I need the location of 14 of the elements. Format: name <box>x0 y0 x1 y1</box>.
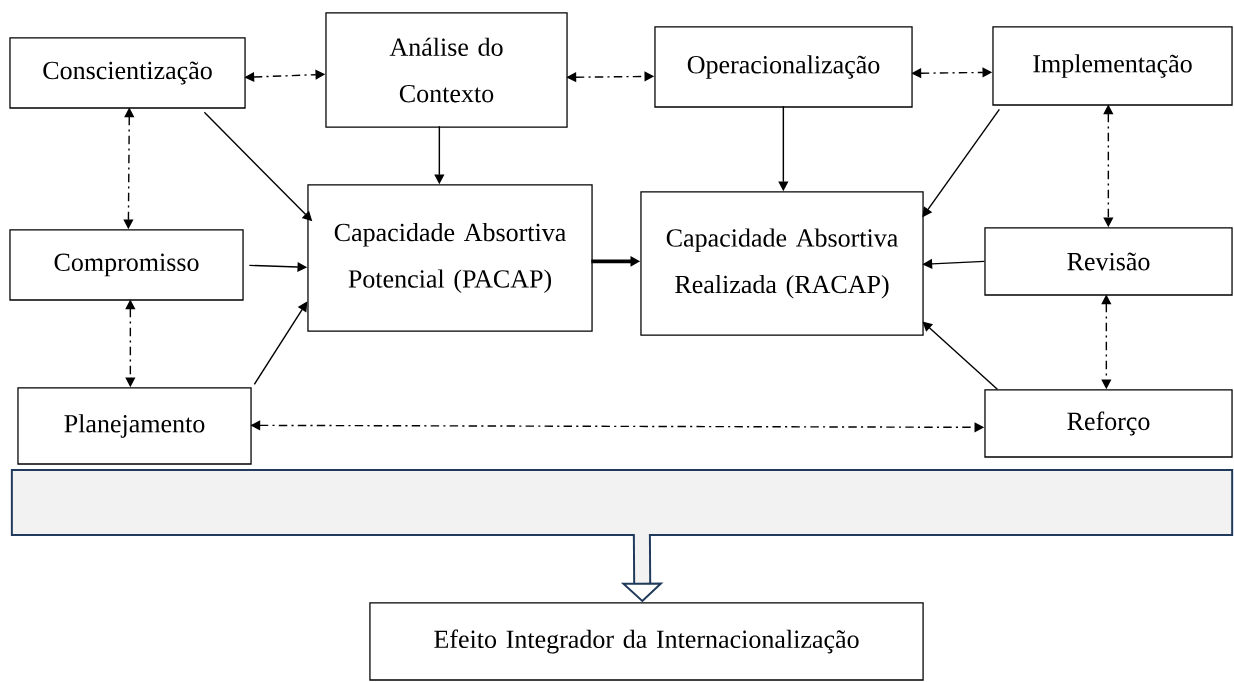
text-box: Conscientização <box>9 37 246 109</box>
band-box <box>10 469 1234 536</box>
text-box: Planejamento <box>17 387 252 465</box>
text-box: Implementação <box>992 26 1233 106</box>
text-box: Capacidade Absortiva Potencial (PACAP) <box>307 184 593 332</box>
text-box: Efeito Integrador da Internacionalização <box>369 602 924 681</box>
arrow <box>253 301 308 386</box>
text-box: Compromisso <box>9 229 244 301</box>
text-box: Operacionalização <box>654 26 913 108</box>
text-box: Revisão <box>984 227 1233 296</box>
text-box: Análise do Contexto <box>325 12 568 128</box>
arrow <box>922 321 999 391</box>
text-box: Capacidade Absortiva Realizada (RACAP) <box>640 191 924 336</box>
text-box: Reforço <box>984 389 1233 458</box>
